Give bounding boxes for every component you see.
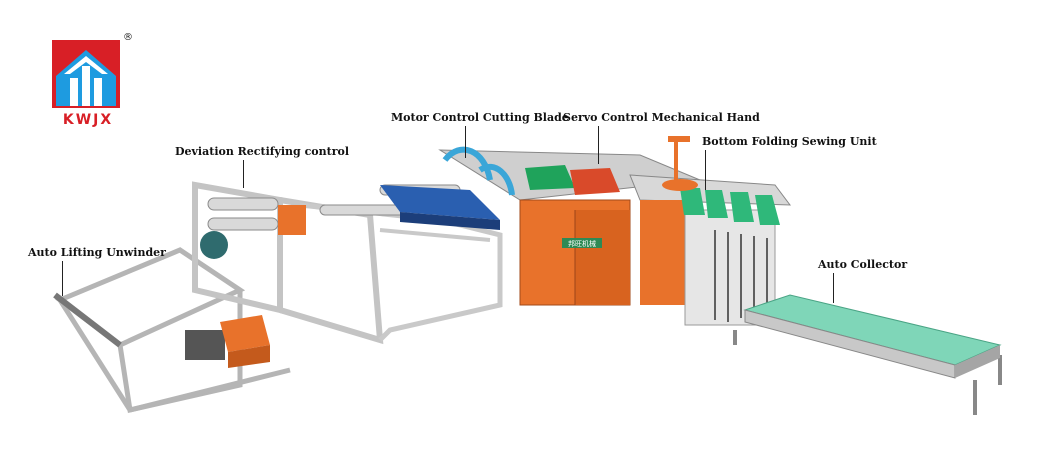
leader-line xyxy=(833,273,834,303)
callout-servo-control-mechanical-hand: Servo Control Mechanical Hand xyxy=(563,111,760,124)
leader-line xyxy=(598,126,599,164)
leader-line xyxy=(465,126,466,158)
leader-line xyxy=(243,160,244,188)
callout-motor-control-cutting-blade: Motor Control Cutting Blade xyxy=(391,111,569,124)
logo-text: KWJX xyxy=(62,112,114,128)
callout-auto-lifting-unwinder: Auto Lifting Unwinder xyxy=(28,246,166,259)
machine-panel-text: 邦旺机械 xyxy=(568,239,596,248)
leader-line xyxy=(62,261,63,296)
registered-mark: ® xyxy=(123,32,133,43)
callout-deviation-rectifying-control: Deviation Rectifying control xyxy=(175,145,350,158)
kwjx-logo xyxy=(52,40,120,108)
callout-bottom-folding-sewing-unit: Bottom Folding Sewing Unit xyxy=(702,135,877,148)
callout-auto-collector: Auto Collector xyxy=(818,258,908,271)
leader-line xyxy=(705,150,706,190)
